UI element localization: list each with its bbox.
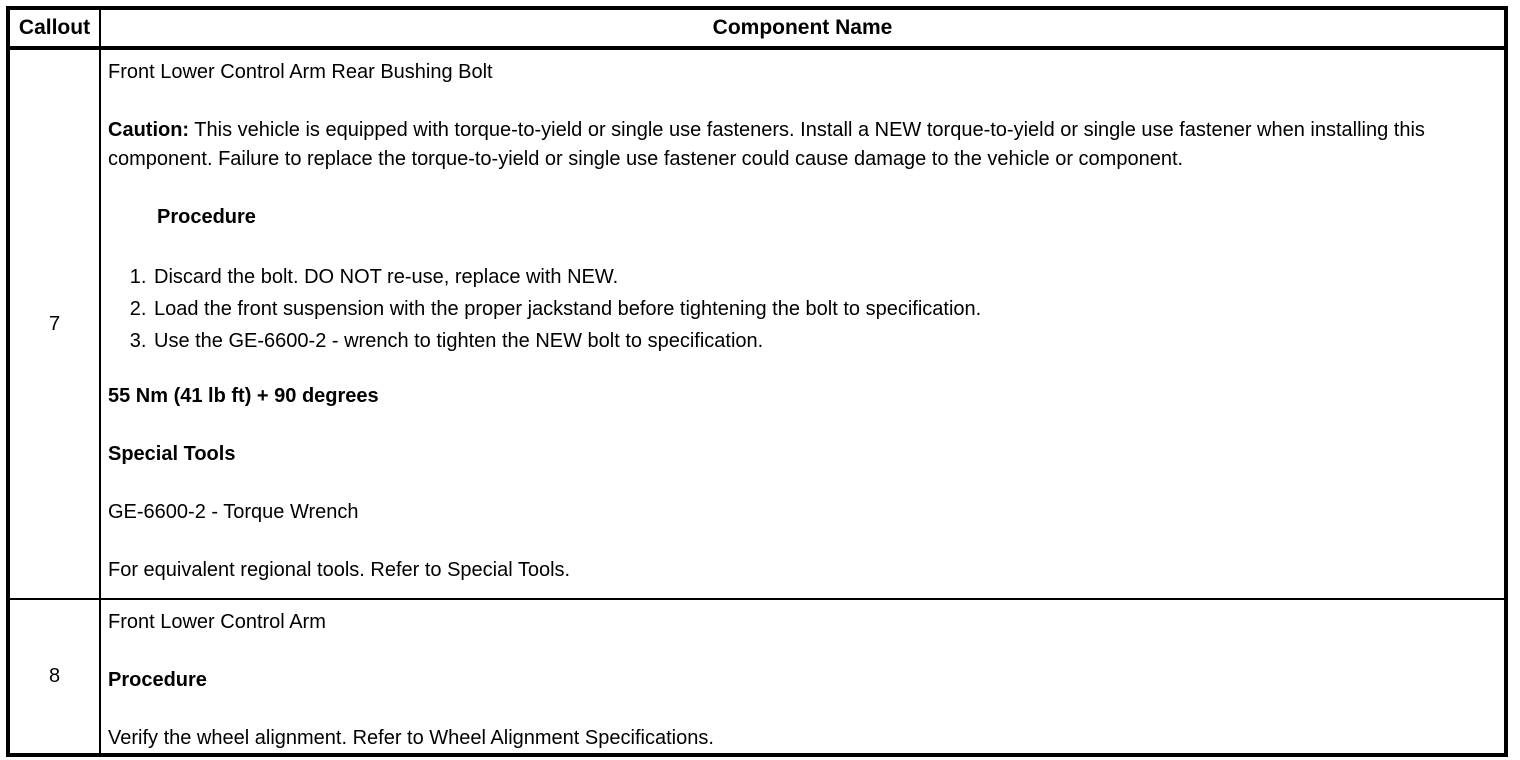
component-title: Front Lower Control Arm	[108, 611, 326, 633]
special-tools-note: For equivalent regional tools. Refer to …	[108, 559, 571, 581]
component-title: Front Lower Control Arm Rear Bushing Bol…	[108, 61, 493, 83]
caution-paragraph: Caution: This vehicle is equipped with t…	[108, 116, 1494, 174]
procedure-step: Discard the bolt. DO NOT re-use, replace…	[152, 261, 1494, 293]
callout-number-cell: 8	[10, 600, 101, 753]
component-description-cell: Front Lower Control Arm Rear Bushing Bol…	[101, 50, 1504, 600]
torque-spec: 55 Nm (41 lb ft) + 90 degrees	[108, 385, 379, 407]
header-cell-callout: Callout	[10, 10, 101, 50]
procedure-heading: Procedure	[108, 669, 207, 691]
header-cell-component-name: Component Name	[101, 10, 1504, 50]
callout-number-cell: 7	[10, 50, 101, 600]
caution-label: Caution:	[108, 119, 190, 141]
caution-text: This vehicle is equipped with torque-to-…	[108, 119, 1425, 170]
procedure-steps-list: Discard the bolt. DO NOT re-use, replace…	[108, 261, 1494, 357]
component-callout-table: Callout Component Name 7 Front Lower Con…	[6, 6, 1508, 757]
component-description-cell: Front Lower Control Arm Procedure Verify…	[101, 600, 1504, 753]
procedure-step: Use the GE-6600-2 - wrench to tighten th…	[152, 325, 1494, 357]
procedure-text: Verify the wheel alignment. Refer to Whe…	[108, 727, 714, 749]
special-tools-heading: Special Tools	[108, 443, 236, 465]
special-tool-item: GE-6600-2 - Torque Wrench	[108, 501, 359, 523]
procedure-step: Load the front suspension with the prope…	[152, 293, 1494, 325]
procedure-heading: Procedure	[157, 206, 256, 228]
